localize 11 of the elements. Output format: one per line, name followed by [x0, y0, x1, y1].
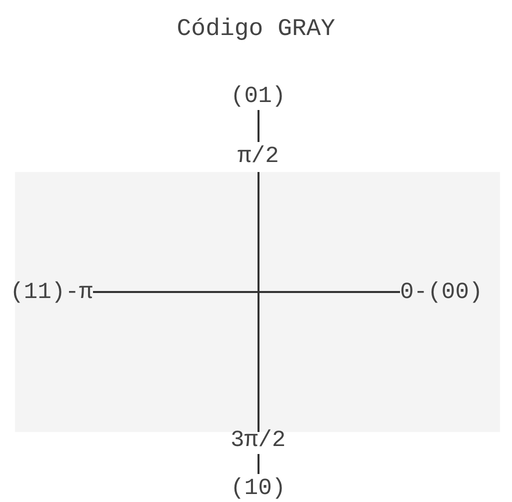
connector-line — [258, 110, 260, 142]
phase-label: (01) — [230, 83, 286, 109]
connector-line — [258, 454, 260, 474]
axis-line — [258, 172, 260, 432]
phase-label: 3π/2 — [230, 427, 286, 453]
phase-label: 0-(00) — [400, 279, 483, 305]
axis-line — [93, 291, 400, 293]
phase-label: π/2 — [238, 143, 279, 169]
diagram-title: Código GRAY — [176, 16, 336, 43]
phase-label: (11)-π — [10, 279, 93, 305]
phase-label: (10) — [230, 475, 286, 501]
